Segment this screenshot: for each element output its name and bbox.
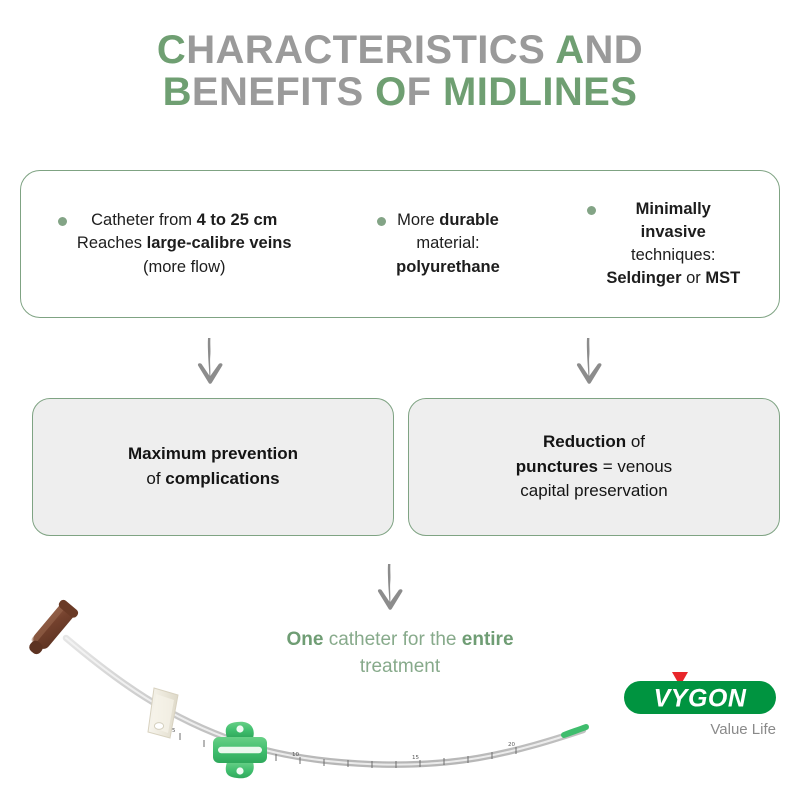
closing-statement: One catheter for the entire treatment [210,627,590,681]
title-line-1-and-initial: A [555,28,585,72]
logo-triangle-icon [672,672,688,686]
logo-wordmark: VYGON [654,685,747,713]
bullet-dot-icon [57,217,67,227]
feature-item-material: More durable material: polyurethane [328,209,548,278]
feature-1-line2-b: large-calibre veins [146,234,292,253]
title-line-2-midlines: MIDLINES [443,69,638,114]
feature-2-line1-b: durable [439,211,499,230]
outcome-1-line1: Maximum prevention [127,444,299,464]
outcome-1-line2-a: of [146,469,166,488]
outcome-2-line2-b: punctures [515,456,598,476]
title-line-2-initial: B [162,69,192,114]
logo-tagline: Value Life [710,721,776,738]
closing-part-middle: catheter for the [323,629,462,650]
feature-3-line4-c: MST [705,269,741,288]
arrow-down-icon [373,562,407,614]
feature-2-line1-a: More [397,211,440,230]
svg-text:20: 20 [508,742,515,748]
feature-item-catheter-length: Catheter from 4 to 25 cm Reaches large-c… [21,209,328,278]
feature-text-material: More durable material: polyurethane [396,209,500,278]
feature-1-line3: (more flow) [142,257,226,276]
outcome-2-line1-a: of [626,432,645,452]
outcome-2-line2-a: = venous [597,456,673,476]
feature-2-line2: material: [416,234,480,253]
feature-3-line4-b: Seldinger [606,269,682,288]
arrow-down-icon [572,336,606,388]
vygon-logo: VYGON Value Life [620,672,780,740]
closing-part-treatment: treatment [359,655,441,677]
page-title: CHARACTERISTICS AND BENEFITS OF MIDLINES [0,28,800,114]
title-line-1-and-body: ND [584,28,644,72]
title-line-2-of-body: F [406,69,444,114]
svg-text:10: 10 [292,752,299,758]
outcome-2-line3: capital preservation [520,481,668,501]
title-line-1: CHARACTERISTICS AND [0,28,800,72]
arrow-down-icon [193,336,227,388]
outcome-text-reduction: Reduction of punctures = venous capital … [498,430,690,504]
outcome-2-line1-b: Reduction [542,432,627,452]
closing-part-one: One [286,629,324,650]
title-line-2-body: ENEFITS [191,69,376,114]
feature-3-line4-a: or [681,269,706,288]
characteristics-card: Catheter from 4 to 25 cm Reaches large-c… [20,170,780,318]
svg-text:5: 5 [172,728,176,734]
feature-text-technique: Minimally invasive techniques: Seldinger… [606,198,740,290]
bullet-dot-icon [587,205,597,215]
bullet-dot-icon [377,217,387,227]
feature-3-line1: Minimally [635,199,711,218]
svg-text:15: 15 [412,755,419,761]
title-line-2-of-initial: O [375,69,407,114]
feature-1-line1-a: Catheter from [91,211,197,230]
title-line-1-initial: C [156,28,187,72]
title-line-2: BENEFITS OF MIDLINES [0,69,800,114]
feature-2-line3: polyurethane [396,257,500,276]
closing-part-entire: entire [461,629,514,650]
outcome-card-reduction: Reduction of punctures = venous capital … [408,398,780,536]
feature-text-catheter-length: Catheter from 4 to 25 cm Reaches large-c… [77,209,292,278]
outcome-card-prevention: Maximum prevention of complications [32,398,394,536]
feature-item-technique: Minimally invasive techniques: Seldinger… [549,198,779,290]
feature-3-line2: invasive [640,222,706,241]
feature-3-line3: techniques: [631,246,716,264]
feature-1-line1-b: 4 to 25 cm [196,211,278,230]
outcome-1-line2-b: complications [165,469,280,488]
feature-1-line2-a: Reaches [76,234,147,253]
title-line-1-body: HARACTERISTICS [186,28,556,72]
midline-catheter-illustration: 5 10 15 20 [8,590,608,790]
outcome-text-prevention: Maximum prevention of complications [110,442,316,491]
